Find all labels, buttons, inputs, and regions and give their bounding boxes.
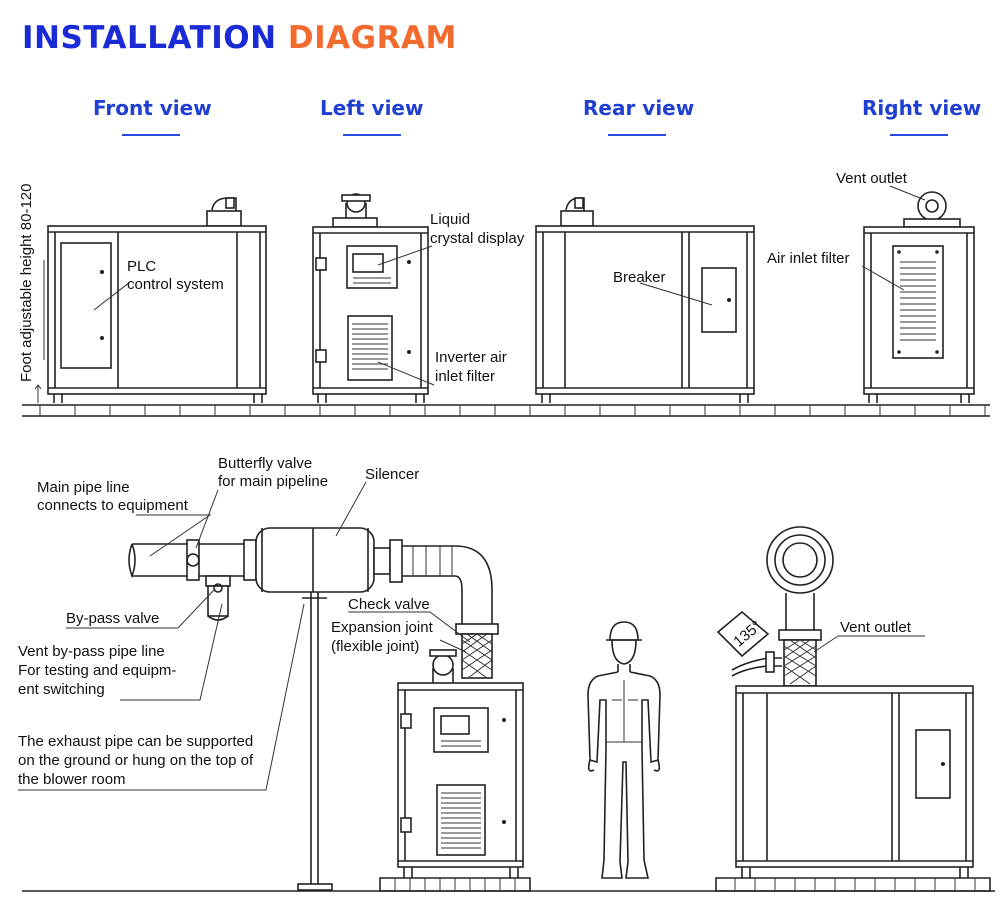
breaker-leader xyxy=(639,282,713,306)
rear-view-heading: Rear view xyxy=(583,96,695,120)
right-view-underline xyxy=(890,134,948,136)
left-view-unit xyxy=(312,193,429,403)
silencer-leader xyxy=(335,481,367,537)
exhaust-label-line3: the blower room xyxy=(18,771,126,788)
air-inlet-label: Air inlet filter xyxy=(767,250,850,267)
front-view-heading: Front view xyxy=(93,96,212,120)
butterfly-label-line2: for main pipeline xyxy=(218,473,328,490)
vent-bypass-label-line2: For testing and equipm- xyxy=(18,662,176,679)
air-inlet-leader xyxy=(861,265,905,291)
vent-outlet-bottom-label: Vent outlet xyxy=(840,619,912,636)
vent-outlet-top-label: Vent outlet xyxy=(836,170,908,187)
bottom-right-unit xyxy=(716,526,974,878)
foot-height-dimension xyxy=(34,260,45,403)
rear-view-underline xyxy=(608,134,666,136)
rear-view-unit xyxy=(535,197,755,403)
main-pipe-label-line1: Main pipe line xyxy=(37,479,130,496)
inverter-leader xyxy=(377,361,435,386)
title-part-1: INSTALLATION xyxy=(22,20,277,56)
check-valve-label: Check valve xyxy=(348,596,430,613)
expansion-leader xyxy=(439,639,467,653)
main-pipeline xyxy=(128,527,499,891)
vent-outlet-bottom-leader xyxy=(813,635,925,653)
exhaust-label-line2: on the ground or hung on the top of xyxy=(18,752,254,769)
page-title: INSTALLATION DIAGRAM xyxy=(22,20,457,56)
vent-bypass-leader xyxy=(120,603,223,701)
butterfly-leader xyxy=(195,489,219,549)
vent-bypass-label-line1: Vent by-pass pipe line xyxy=(18,643,165,660)
left-view-underline xyxy=(343,134,401,136)
lcd-label-line1: Liquid xyxy=(430,211,470,228)
check-valve-leader xyxy=(348,611,471,643)
exhaust-label-line1: The exhaust pipe can be supported xyxy=(18,733,253,750)
bottom-left-unit xyxy=(397,649,524,878)
person-figure xyxy=(587,621,661,879)
expansion-label-line1: Expansion joint xyxy=(331,619,434,636)
silencer-label: Silencer xyxy=(365,466,419,483)
right-view-unit xyxy=(863,191,975,403)
bypass-valve-leader xyxy=(66,589,215,629)
front-view-underline xyxy=(122,134,180,136)
front-view-unit xyxy=(47,197,267,403)
bottom-floor xyxy=(22,877,995,892)
main-pipe-label-line2: connects to equipment xyxy=(37,497,189,514)
inverter-label-line1: Inverter air xyxy=(435,349,507,366)
bypass-valve-label: By-pass valve xyxy=(66,610,159,627)
exhaust-leader xyxy=(18,603,305,791)
right-view-heading: Right view xyxy=(862,96,982,120)
plc-label-line2: control system xyxy=(127,276,224,293)
vent-bypass-label-line3: ent switching xyxy=(18,681,105,698)
main-pipe-leader xyxy=(136,514,212,557)
inverter-label-line2: inlet filter xyxy=(435,368,495,385)
expansion-label-line2: (flexible joint) xyxy=(331,638,419,655)
top-floor xyxy=(22,404,990,417)
lcd-label-line2: crystal display xyxy=(430,230,525,247)
foot-height-label: Foot adjustable height 80-120 xyxy=(18,184,35,382)
left-view-heading: Left view xyxy=(320,96,424,120)
breaker-label: Breaker xyxy=(613,269,666,286)
title-part-2: DIAGRAM xyxy=(287,20,457,56)
butterfly-label-line1: Butterfly valve xyxy=(218,455,312,472)
plc-label-line1: PLC xyxy=(127,258,156,275)
plc-leader xyxy=(93,281,131,311)
angle-label: 135° xyxy=(730,618,765,651)
lcd-leader xyxy=(377,245,433,266)
vent-outlet-top-leader xyxy=(889,185,926,201)
